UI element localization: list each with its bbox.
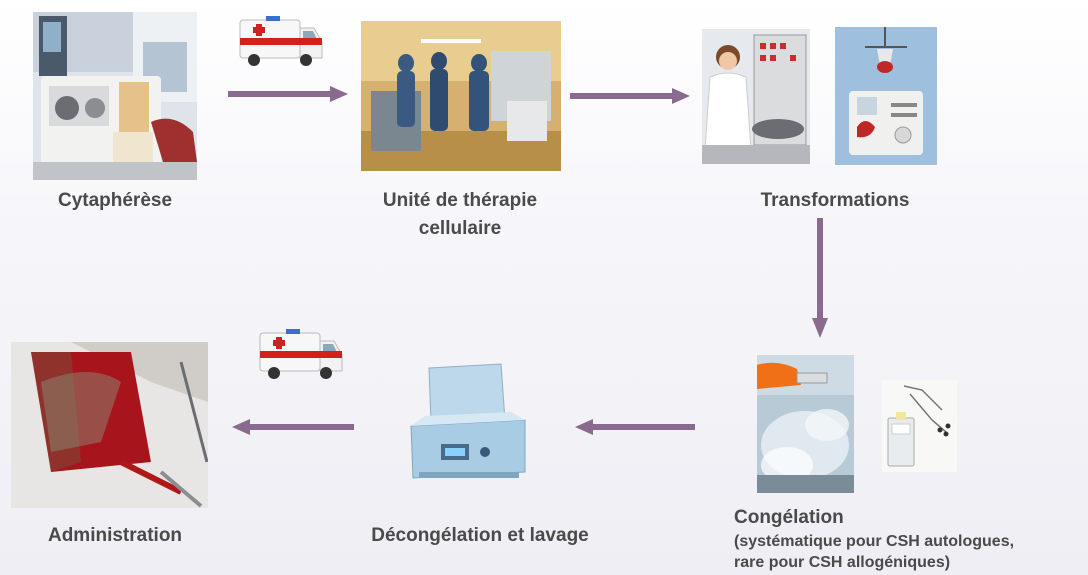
ambulance-icon-bottom (256, 323, 346, 383)
congelation-nitrogen-photo (757, 355, 854, 493)
congelation-note-line1: (systématique pour CSH autologues, (734, 533, 1015, 550)
cytapherese-photo (33, 12, 197, 180)
congelation-label: Congélation (734, 507, 844, 528)
unite-therapie-photo (361, 21, 561, 171)
decongelation-device-photo (401, 360, 535, 490)
transformations-label: Transformations (760, 190, 910, 211)
congelation-bag-photo (882, 380, 957, 472)
congelation-note-line2: rare pour CSH allogéniques) (734, 554, 951, 571)
arrow-congelation-to-decongelation (575, 419, 695, 435)
arrow-transformations-to-congelation (812, 218, 828, 338)
transformations-photo-lab (702, 29, 810, 164)
administration-photo (11, 342, 208, 508)
unite-therapie-label-line2: cellulaire (418, 218, 502, 239)
administration-label: Administration (47, 525, 183, 546)
cytapherese-label: Cytaphérèse (57, 190, 173, 211)
arrow-unite-to-transformations (570, 88, 690, 104)
decongelation-label: Décongélation et lavage (371, 525, 589, 546)
transformations-photo-device (835, 27, 937, 165)
arrow-cytapherese-to-unite (228, 86, 348, 102)
arrow-decongelation-to-administration (232, 419, 354, 435)
unite-therapie-label-line1: Unité de thérapie (382, 190, 538, 211)
ambulance-icon (236, 10, 326, 70)
